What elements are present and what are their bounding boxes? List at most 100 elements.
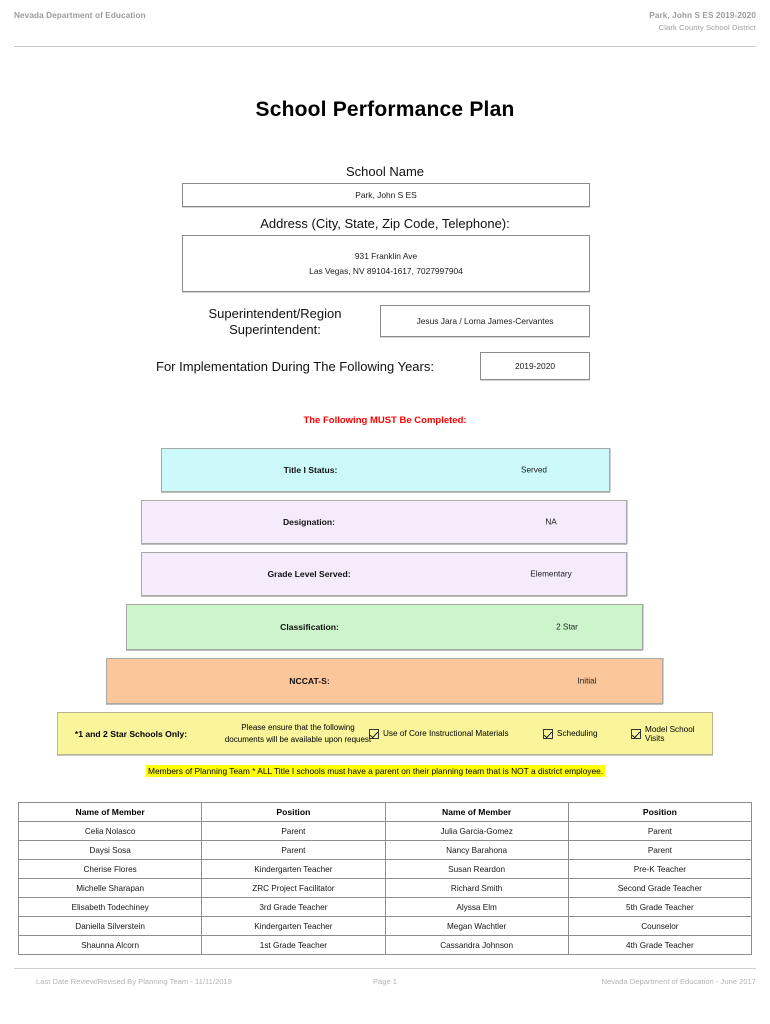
table-cell: 5th Grade Teacher [567,897,753,917]
implementation-years-label: For Implementation During The Following … [156,359,434,374]
superintendent-field[interactable]: Jesus Jara / Lorna James-Cervantes [380,305,590,337]
table-cell: Shaunna Alcorn [17,935,203,955]
table-cell: Cassandra Johnson [384,935,569,955]
star-schools-label: *1 and 2 Star Schools Only: [74,728,188,739]
table-cell: Kindergarten Teacher [201,859,386,879]
footer-page-number: Page 1 [372,977,398,986]
status-bar-classification-label: Classification: [280,622,339,632]
header-school-year: Park, John S ES 2019-2020 [649,11,756,20]
superintendent-label-line-1: Superintendent/Region [208,306,342,321]
school-name-field[interactable]: Park, John S ES [182,183,590,207]
header-school-info: Park, John S ES 2019-2020 Clark County S… [649,11,756,32]
table-cell: Megan Wachtler [384,916,569,936]
planning-team-members-table: Name of Member Position Name of Member P… [17,802,753,955]
table-cell: Cherise Flores [17,859,203,879]
header-agency-name: Nevada Department of Education [14,11,146,20]
footer-source: Nevada Department of Education - June 20… [601,977,756,986]
checkbox-icon-model-school-visits[interactable] [631,728,641,739]
table-cell: Nancy Barahona [384,840,569,860]
column-header-name-1: Name of Member [17,802,203,822]
superintendent-value: Jesus Jara / Lorna James-Cervantes [416,315,554,326]
status-bar-designation-label: Designation: [282,517,336,527]
address-line-2: Las Vegas, NV 89104-1617, 7027997904 [309,265,463,276]
table-cell: ZRC Project Facilitator [201,878,386,898]
table-cell: Richard Smith [384,878,569,898]
document-footer: Last Date Review/Revised By Planning Tea… [0,977,770,997]
table-cell: Counselor [567,916,753,936]
table-cell: Julia Garcia-Gomez [384,821,569,841]
status-bar-grade-level-label: Grade Level Served: [267,569,351,579]
checkbox-item-scheduling[interactable]: Scheduling [543,728,598,739]
table-cell: Pre-K Teacher [567,859,753,879]
table-cell: Michelle Sharapan [17,878,203,898]
table-cell: Parent [567,821,753,841]
table-cell: Elisabeth Todechiney [17,897,203,917]
status-bar-grade-level[interactable]: Grade Level Served: Elementary [141,552,627,596]
table-cell: Parent [567,840,753,860]
status-bar-designation-value: NA [545,517,557,527]
documents-note-line-2: documents will be available upon request [224,734,372,744]
implementation-years-value: 2019-2020 [514,360,556,371]
column-header-position-2: Position [567,802,753,822]
school-name-value: Park, John S ES [355,189,417,200]
checkbox-icon-core-materials[interactable] [369,728,379,739]
documents-note-line-1: Please ensure that the following [241,722,355,732]
status-bar-title-i-value: Served [521,465,547,475]
header-divider [14,46,756,47]
status-bar-nccat-s-value: Initial [577,676,597,686]
status-bar-grade-level-value: Elementary [530,569,572,579]
table-cell: Celia Nolasco [17,821,203,841]
status-bar-title-i-label: Title I Status: [283,465,338,475]
checkbox-icon-scheduling[interactable] [543,728,553,739]
status-bar-nccat-s-label: NCCAT-S: [289,676,330,686]
page-title: School Performance Plan [255,98,515,121]
documents-available-note: Please ensure that the following documen… [198,722,398,746]
footer-last-revised: Last Date Review/Revised By Planning Tea… [36,977,232,986]
table-cell: Daysi Sosa [17,840,203,860]
superintendent-label: Superintendent/Region Superintendent: [180,306,370,338]
address-field[interactable]: 931 Franklin Ave Las Vegas, NV 89104-161… [182,235,590,292]
table-cell: 1st Grade Teacher [201,935,386,955]
table-header-row: Name of Member Position Name of Member P… [17,802,753,822]
address-line-1: 931 Franklin Ave [354,250,418,261]
star-schools-documents-strip: *1 and 2 Star Schools Only: Please ensur… [57,712,713,755]
table-cell: Parent [201,821,386,841]
checkbox-item-model-school-visits[interactable]: Model School Visits [631,725,712,743]
checkbox-label-core-materials: Use of Core Instructional Materials [383,729,509,738]
header-district-name: Clark County School District [658,23,756,32]
table-cell: Kindergarten Teacher [201,916,386,936]
footer-divider [14,968,756,969]
address-label: Address (City, State, Zip Code, Telephon… [260,216,510,231]
table-cell: Alyssa Elm [384,897,569,917]
table-cell: Susan Reardon [384,859,569,879]
table-cell: 3rd Grade Teacher [201,897,386,917]
document-header: Nevada Department of Education Park, Joh… [0,0,770,48]
table-cell: Daniella Silverstein [17,916,203,936]
status-bar-designation[interactable]: Designation: NA [141,500,627,544]
school-name-label: School Name [345,164,425,179]
superintendent-label-line-2: Superintendent: [229,322,321,337]
checkbox-label-scheduling: Scheduling [557,729,598,738]
checkbox-label-model-school-visits: Model School Visits [645,724,695,743]
must-complete-notice: The Following MUST Be Completed: [303,415,467,426]
column-header-name-2: Name of Member [384,802,569,822]
column-header-position-1: Position [201,802,386,822]
status-bar-classification[interactable]: Classification: 2 Star [126,604,643,650]
checkbox-item-core-materials[interactable]: Use of Core Instructional Materials [369,728,509,739]
implementation-years-field[interactable]: 2019-2020 [480,352,590,380]
status-bar-nccat-s[interactable]: NCCAT-S: Initial [106,658,663,704]
status-bar-classification-value: 2 Star [556,622,578,632]
table-cell: Second Grade Teacher [567,878,753,898]
table-cell: Parent [201,840,386,860]
status-bar-title-i[interactable]: Title I Status: Served [161,448,610,492]
planning-team-banner: Members of Planning Team * ALL Title I s… [146,765,606,777]
table-cell: 4th Grade Teacher [567,935,753,955]
